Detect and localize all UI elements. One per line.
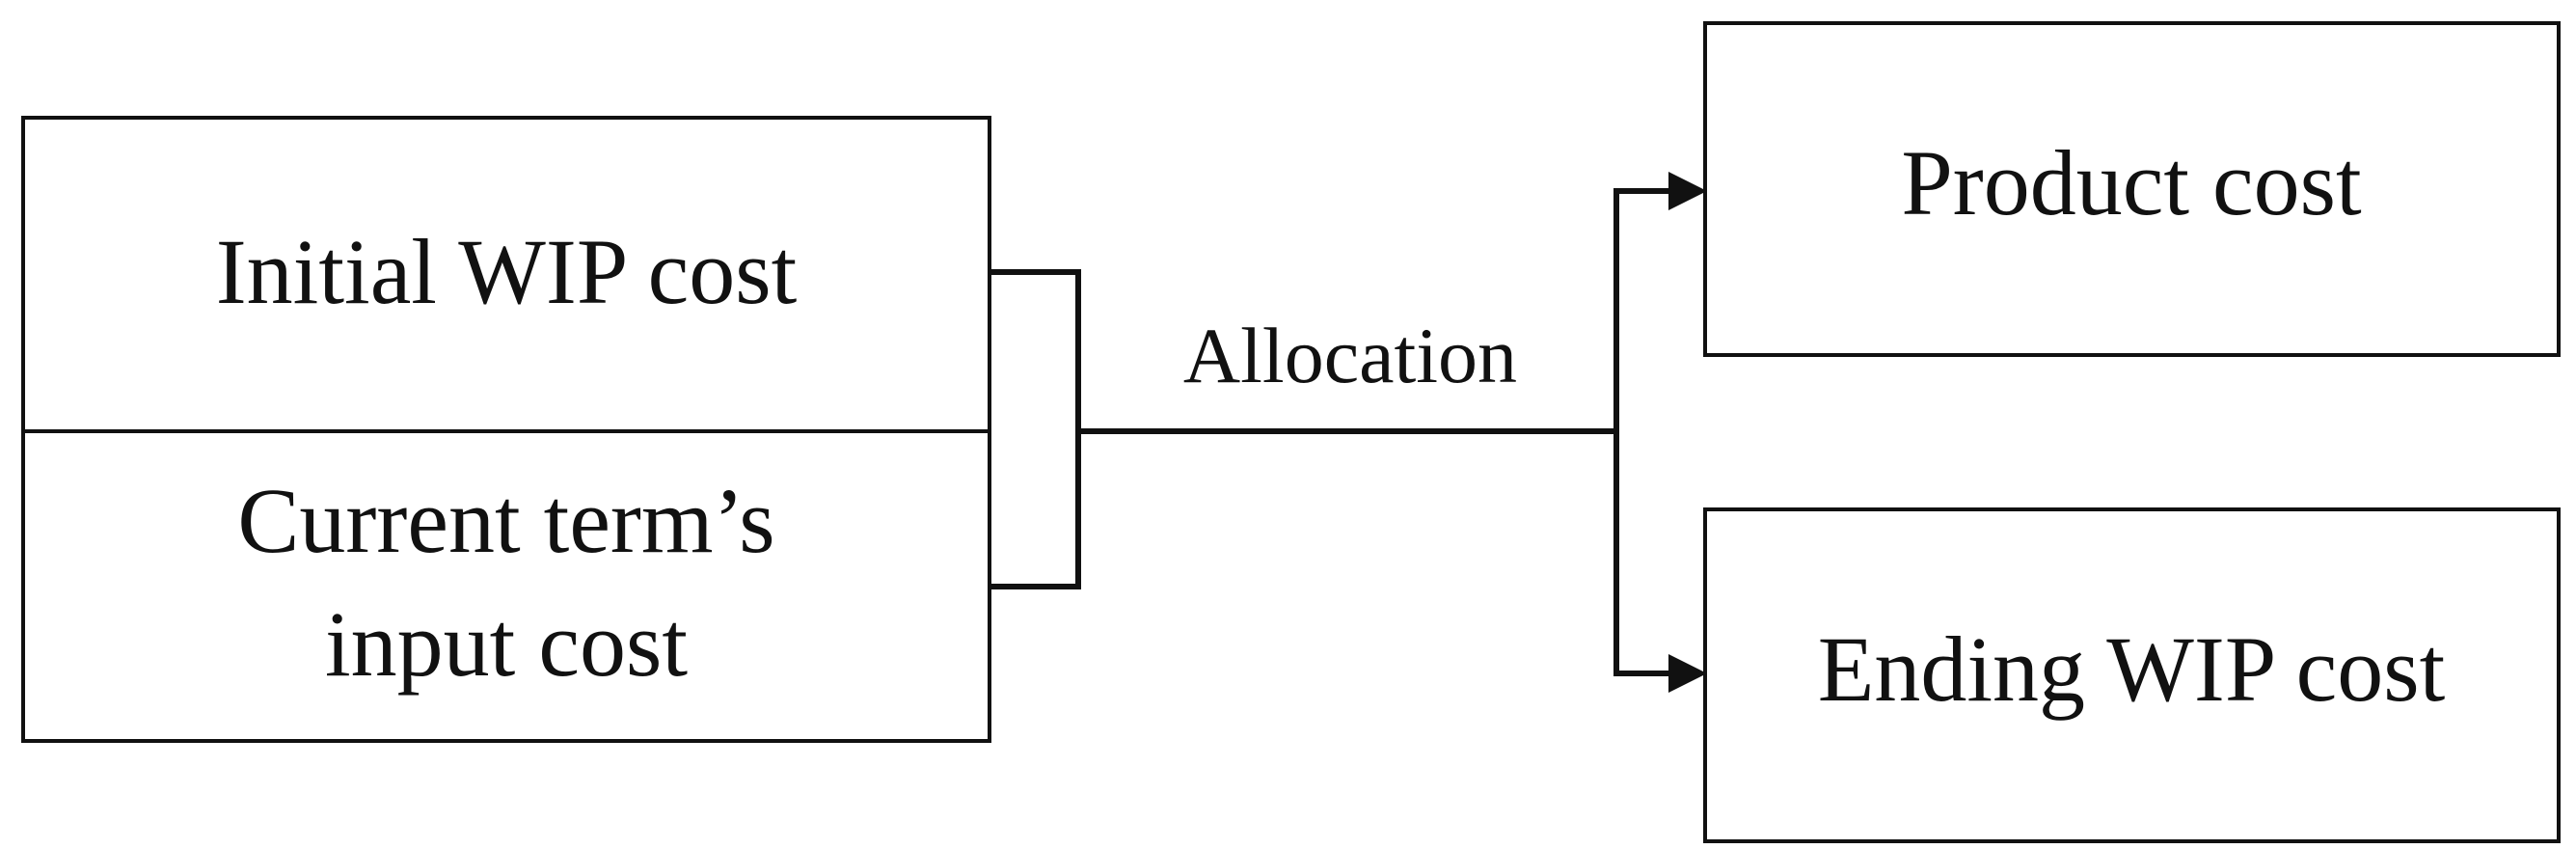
initial-wip-cost-label: Initial WIP cost — [216, 220, 798, 323]
ending-wip-cost-box: Ending WIP cost — [1703, 507, 2561, 843]
split-connector — [1613, 188, 1699, 676]
left-cost-box: Initial WIP cost Current term’s input co… — [21, 116, 991, 743]
allocation-label: Allocation — [1183, 312, 1517, 399]
arrow-to-product-cost — [1668, 172, 1707, 210]
current-term-input-cost-label-line2: input cost — [325, 592, 688, 696]
merge-bracket — [990, 269, 1081, 589]
product-cost-box: Product cost — [1703, 21, 2561, 357]
ending-wip-cost-label: Ending WIP cost — [1818, 617, 2446, 721]
product-cost-label: Product cost — [1901, 131, 2362, 234]
current-term-input-cost-label-line1: Current term’s — [237, 469, 774, 572]
product-cost-frame — [1703, 21, 2561, 357]
arrow-to-ending-wip-cost — [1668, 654, 1707, 693]
ending-wip-cost-frame — [1703, 507, 2561, 843]
